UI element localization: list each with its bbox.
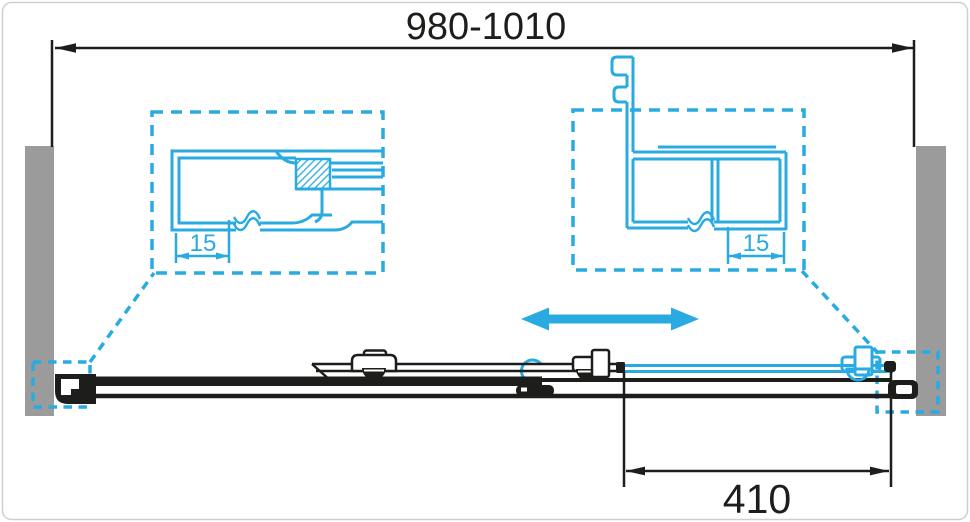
seal-hatch <box>294 157 332 191</box>
hidden-roller-icon <box>520 358 543 379</box>
leader-line-right <box>800 269 879 354</box>
detail-box-left <box>150 110 385 275</box>
overall-width-dimension: 980-1010 <box>50 6 916 147</box>
slide-direction-arrow-icon <box>521 307 699 331</box>
arrowhead-right <box>870 466 889 476</box>
left-profile-section <box>170 149 383 232</box>
right-detail-inset: 15 <box>571 55 806 272</box>
opening-width-value: 410 <box>723 476 791 522</box>
left-detail-inset: 15 <box>150 110 385 275</box>
left-wall <box>25 146 54 416</box>
roller-bracket-1 <box>350 349 398 380</box>
break-line <box>686 211 716 226</box>
break-line <box>232 210 262 225</box>
break-line <box>686 218 716 233</box>
fixed-glass-panel <box>90 376 542 386</box>
arrowhead-right <box>892 43 913 53</box>
panel-end-cap <box>884 361 896 372</box>
detail-box-right <box>571 108 806 272</box>
arrowhead-left <box>55 43 76 53</box>
left-adjustment-dimension: 15 <box>174 220 231 263</box>
overall-width-value: 980-1010 <box>406 6 567 48</box>
right-adjustment-dimension: 15 <box>726 227 786 264</box>
roller-bracket-2 <box>571 348 611 381</box>
break-line <box>232 217 262 232</box>
right-adjustment-value: 15 <box>743 230 770 257</box>
right-profile-section <box>610 55 788 233</box>
callout-links <box>31 269 940 414</box>
roller-wheel-icon <box>845 367 871 382</box>
right-wall <box>916 146 946 416</box>
door-assembly <box>55 345 918 404</box>
arrowhead-left <box>626 466 645 476</box>
right-wall-profile <box>884 361 918 399</box>
opening-width-dimension: 410 <box>622 372 893 522</box>
sliding-panel-roller-right <box>840 345 882 382</box>
leader-line-left <box>88 271 156 364</box>
left-adjustment-value: 15 <box>190 230 217 257</box>
left-wall-profile <box>55 374 96 404</box>
roller-tab <box>590 348 611 379</box>
